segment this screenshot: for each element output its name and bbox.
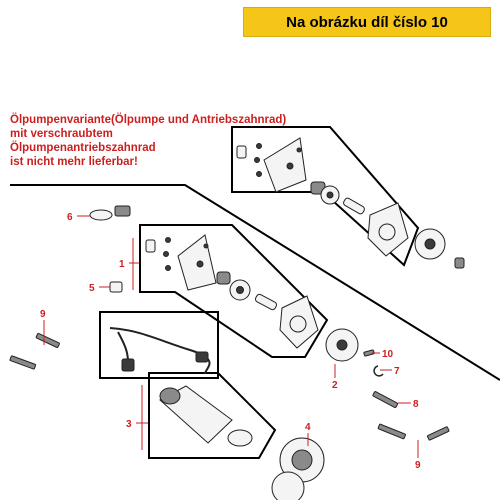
starter-drive-hub	[291, 449, 313, 471]
starter-harness-part	[109, 327, 211, 375]
upper-cover-bolt-hole	[296, 147, 302, 153]
sleeve-part	[109, 281, 123, 293]
callout-8: 8	[413, 399, 419, 410]
upper-nut-part	[454, 257, 465, 269]
middle-pump-assembly	[145, 234, 319, 349]
callout-3: 3	[126, 419, 132, 430]
upper-screw-part	[256, 171, 262, 177]
middle-screw-part	[165, 237, 171, 243]
bolt-part	[377, 423, 406, 440]
upper-sprocket-hub	[424, 238, 436, 250]
callout-5: 5	[89, 283, 95, 294]
middle-screw-part	[165, 265, 171, 271]
harness-connector	[195, 351, 209, 363]
seal-plug-part	[114, 205, 131, 217]
upper-screw-part	[254, 157, 260, 163]
availability-notice: Ölpumpenvariante(Ölpumpe und Antriebszah…	[10, 113, 340, 169]
harness-frame	[99, 311, 219, 379]
upper-rotor-center	[326, 191, 334, 199]
bolt-part	[35, 332, 60, 348]
upper-pin-part	[236, 145, 247, 159]
callout-2: 2	[332, 380, 338, 391]
notice-line-4: ist nicht mehr lieferbar!	[10, 156, 138, 168]
callout-10: 10	[382, 349, 394, 360]
upper-drive-shaft-part	[343, 197, 365, 215]
circlip-part	[373, 365, 384, 377]
callout-6: 6	[67, 212, 73, 223]
starter-drive-pinion-part	[271, 471, 305, 500]
middle-screw-part	[163, 251, 169, 257]
starter-motor-part	[159, 385, 253, 447]
callout-7: 7	[394, 366, 400, 377]
bolt-part	[372, 391, 399, 409]
callout-9-left: 9	[40, 309, 46, 320]
upper-pump-assembly	[236, 137, 465, 269]
middle-rotor-center	[236, 286, 244, 294]
notice-line-2: mit verschraubtem	[10, 128, 113, 140]
notice-line-1: Ölpumpenvariante(Ölpumpe und Antriebszah…	[10, 114, 287, 126]
middle-pin-part	[145, 239, 156, 253]
section-divider-line	[10, 184, 500, 381]
part-number-banner: Na obrázku díl číslo 10	[243, 7, 491, 37]
middle-inner-rotor-part	[216, 271, 231, 285]
upper-pump-frame	[231, 126, 420, 267]
middle-drive-shaft-part	[254, 293, 278, 311]
sprocket-hub	[336, 339, 348, 351]
bolt-part	[9, 355, 37, 370]
middle-pump-frame	[139, 224, 329, 358]
upper-cover-bolt-hole	[286, 162, 294, 170]
small-pin-part	[363, 349, 375, 357]
harness-connector	[121, 358, 135, 372]
starter-o-ring	[227, 429, 253, 447]
middle-cover-bolt-hole	[196, 260, 204, 268]
starter-end-cap	[159, 387, 181, 405]
starter-motor-frame	[148, 372, 277, 459]
banner-text: Na obrázku díl číslo 10	[286, 14, 448, 31]
upper-screw-part	[256, 143, 262, 149]
callout-1: 1	[119, 259, 125, 270]
notice-line-3: Ölpumpenantriebszahnrad	[10, 142, 156, 154]
upper-pump-cover-part	[263, 137, 307, 193]
middle-body-bore	[289, 315, 307, 333]
upper-body-bore	[378, 223, 396, 241]
middle-cover-bolt-hole	[203, 243, 209, 249]
callout-4: 4	[305, 422, 311, 433]
callout-9-right: 9	[415, 460, 421, 471]
seal-ring-part	[89, 209, 113, 221]
bolt-part	[427, 426, 450, 441]
